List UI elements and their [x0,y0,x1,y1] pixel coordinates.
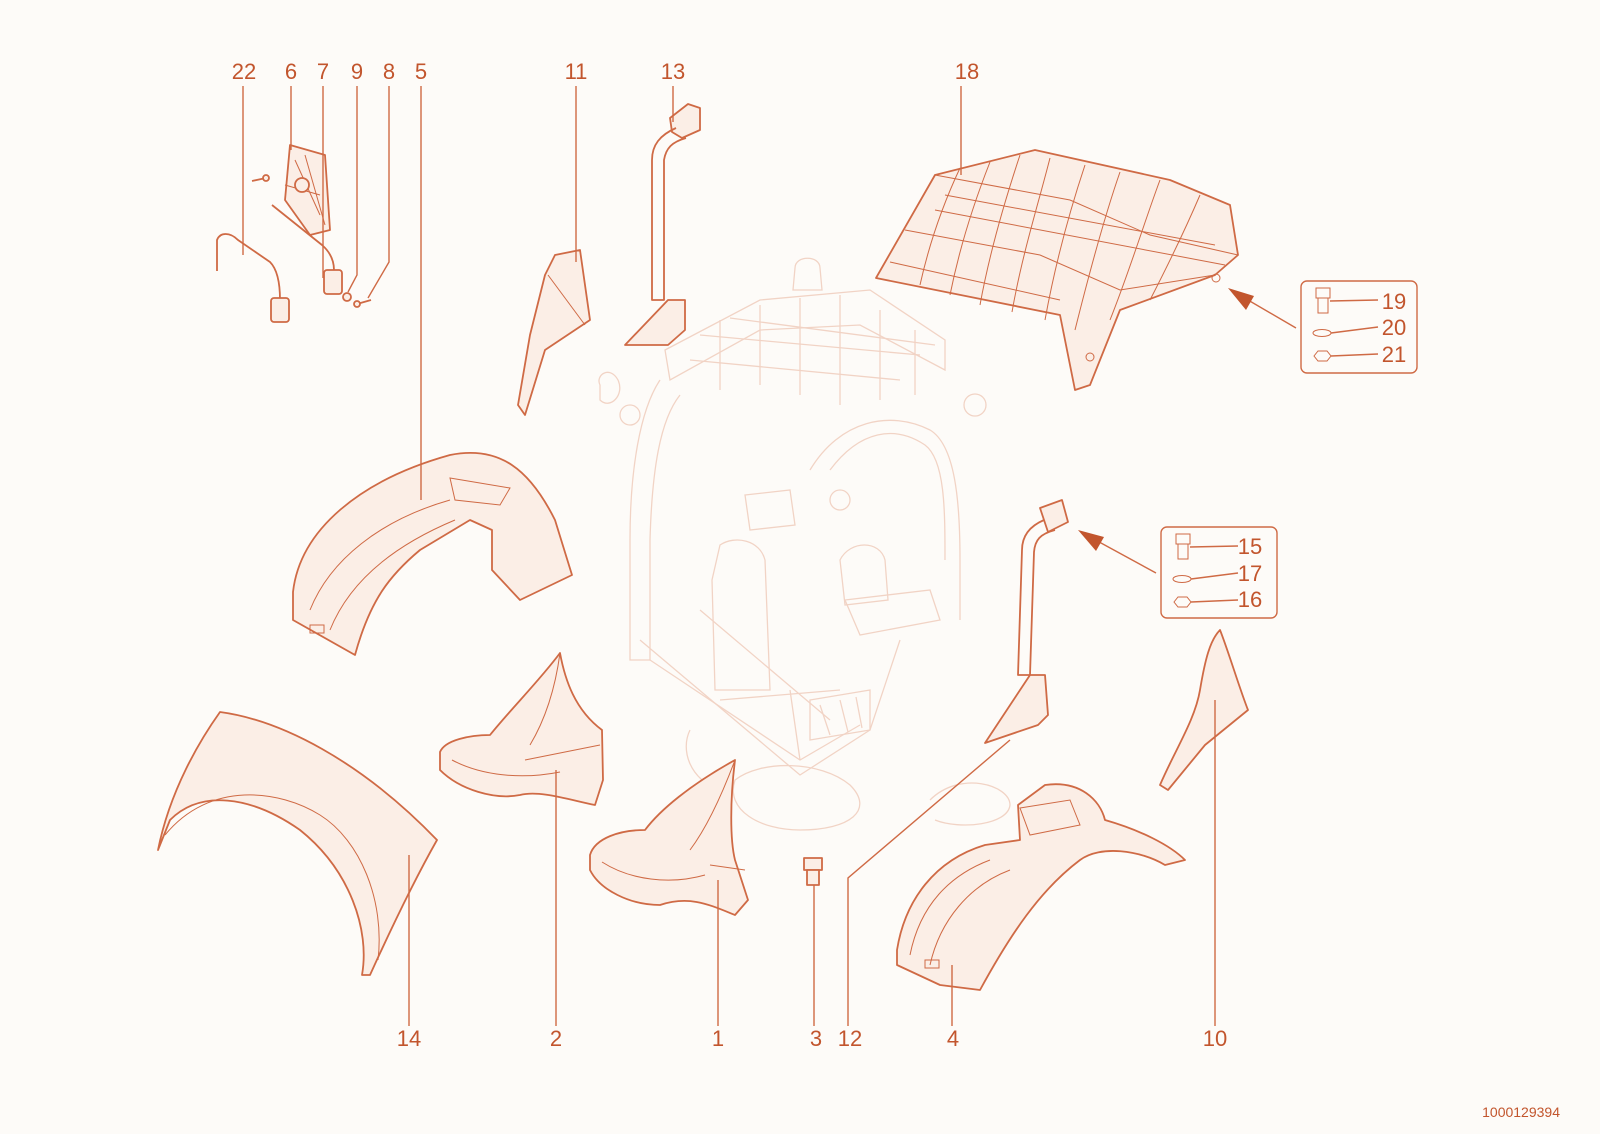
label-4: 4 [947,1026,959,1051]
part-12-mirror-bracket [984,499,1069,744]
part-4-right-fender [896,783,1186,991]
part-5-left-fender [292,451,573,656]
hardware-callout-box [1300,280,1418,374]
label-21: 21 [1382,342,1406,367]
hardware-callout-box [1160,526,1278,619]
label-13: 13 [661,59,685,84]
part-13-mirror-bracket [624,103,701,346]
label-9: 9 [351,59,363,84]
cab-assembly [598,257,1011,831]
part-11-side-plate [517,249,591,416]
label-18: 18 [955,59,979,84]
part-labels: 22 6 7 9 8 5 11 13 18 19 20 21 15 17 16 … [232,59,1406,1051]
label-15: 15 [1238,534,1262,559]
label-11: 11 [565,59,588,84]
label-19: 19 [1382,289,1406,314]
part-3-bolt [803,857,823,886]
hardware-callout-19-21 [1300,280,1418,374]
arrow-19-21 [1228,288,1254,310]
part-14-front-mudguard [157,711,438,976]
label-17: 17 [1238,561,1262,586]
part-18-roof-guard [875,149,1239,391]
label-2: 2 [550,1026,562,1051]
mirror-assembly [216,144,372,323]
label-5: 5 [415,59,427,84]
label-20: 20 [1382,315,1406,340]
arrow-15-16 [1078,530,1104,551]
label-10: 10 [1203,1026,1227,1051]
label-1: 1 [712,1026,724,1051]
label-14: 14 [397,1026,421,1051]
document-number: 1000129394 [1482,1104,1560,1120]
label-7: 7 [317,59,329,84]
part-10-side-plate [1159,629,1249,791]
label-16: 16 [1238,587,1262,612]
label-12: 12 [838,1026,862,1051]
part-2-footstep [439,652,604,806]
hardware-callout-15-16 [1160,526,1278,619]
label-6: 6 [285,59,297,84]
part-1-footstep [589,759,749,916]
label-3: 3 [810,1026,822,1051]
label-8: 8 [383,59,395,84]
leader-lines [242,86,1297,1026]
label-22: 22 [232,59,256,84]
